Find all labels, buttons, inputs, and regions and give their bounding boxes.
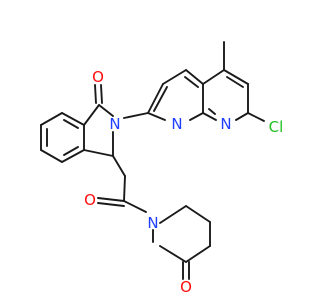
bond [98, 104, 114, 117]
bond [159, 245, 187, 263]
bond [223, 69, 249, 85]
molecule-structure: O N N N Cl O N O [40, 41, 283, 296]
bond [184, 76, 199, 88]
bond [226, 76, 244, 88]
bond [147, 112, 166, 121]
bond [97, 202, 125, 207]
atom-label-n-lactam: N [109, 115, 120, 133]
bond-layer [40, 41, 265, 280]
atom-label-n-ring-left: N [171, 115, 182, 133]
bond [61, 149, 85, 163]
bond [185, 245, 211, 263]
bond [123, 200, 147, 213]
bond [202, 69, 225, 85]
bond [63, 119, 79, 129]
bond [162, 69, 187, 85]
bond [123, 112, 149, 119]
bond [123, 175, 126, 202]
bond [94, 84, 97, 104]
bond [208, 108, 216, 115]
bond [153, 86, 168, 112]
bond [40, 112, 63, 126]
bond [40, 149, 63, 163]
bond [147, 83, 164, 114]
structure-diagram-canvas: O N N N Cl O N O [40, 41, 283, 296]
bond [202, 112, 217, 121]
atom-label-n-ring-right: N [220, 115, 231, 133]
bond [112, 155, 126, 177]
bond [97, 197, 125, 202]
bond [185, 205, 211, 223]
atom-label-o-amide: O [84, 191, 96, 209]
bond [185, 69, 204, 85]
atom-label-chlorine: Cl [269, 118, 284, 136]
bond [61, 112, 85, 126]
bond [247, 112, 265, 122]
bond [189, 112, 204, 121]
bond [159, 205, 187, 224]
bond [100, 84, 103, 104]
bond [63, 146, 79, 156]
atom-label-o-lactam: O [92, 68, 104, 86]
bond [83, 149, 114, 157]
atom-label-layer: O N N N Cl O N O [84, 68, 283, 296]
atom-label-o-ketone: O [180, 278, 192, 296]
bond [235, 112, 249, 121]
bond [83, 104, 100, 126]
atom-label-n-piperidine: N [147, 214, 158, 232]
